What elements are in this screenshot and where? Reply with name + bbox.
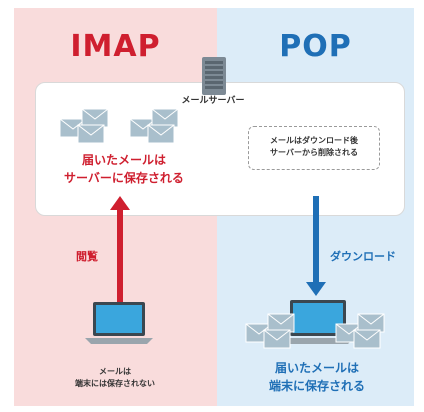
imap-device-caption-line1: メールは xyxy=(99,367,131,376)
pop-title: POP xyxy=(279,29,352,64)
imap-title: IMAP xyxy=(70,29,161,64)
pop-device-text-line1: 届いたメールは xyxy=(274,361,359,375)
laptop-icon xyxy=(282,300,354,344)
mail-server-box xyxy=(35,82,405,216)
download-label: ダウンロード xyxy=(330,250,396,263)
imap-server-text-line2: サーバーに保存される xyxy=(64,171,184,185)
view-arrow-up xyxy=(110,196,130,308)
envelope-icon xyxy=(59,108,109,144)
imap-server-text-line1: 届いたメールは xyxy=(81,153,166,167)
envelope-icon xyxy=(245,313,295,349)
server-icon xyxy=(202,57,226,95)
pop-device-text-line2: 端末に保存される xyxy=(268,379,365,393)
server-label: メールサーバー xyxy=(181,96,245,106)
laptop-icon xyxy=(85,302,153,344)
pop-note-line2: サーバーから削除される xyxy=(270,148,358,157)
imap-device-caption-line2: 端末には保存されない xyxy=(75,379,155,388)
envelope-icon xyxy=(129,108,179,144)
download-arrow-down xyxy=(306,196,326,296)
view-label: 閲覧 xyxy=(76,250,98,263)
pop-delete-note: メールはダウンロード後 サーバーから削除される xyxy=(248,126,380,170)
pop-note-line1: メールはダウンロード後 xyxy=(270,136,358,145)
envelope-icon xyxy=(335,313,385,349)
